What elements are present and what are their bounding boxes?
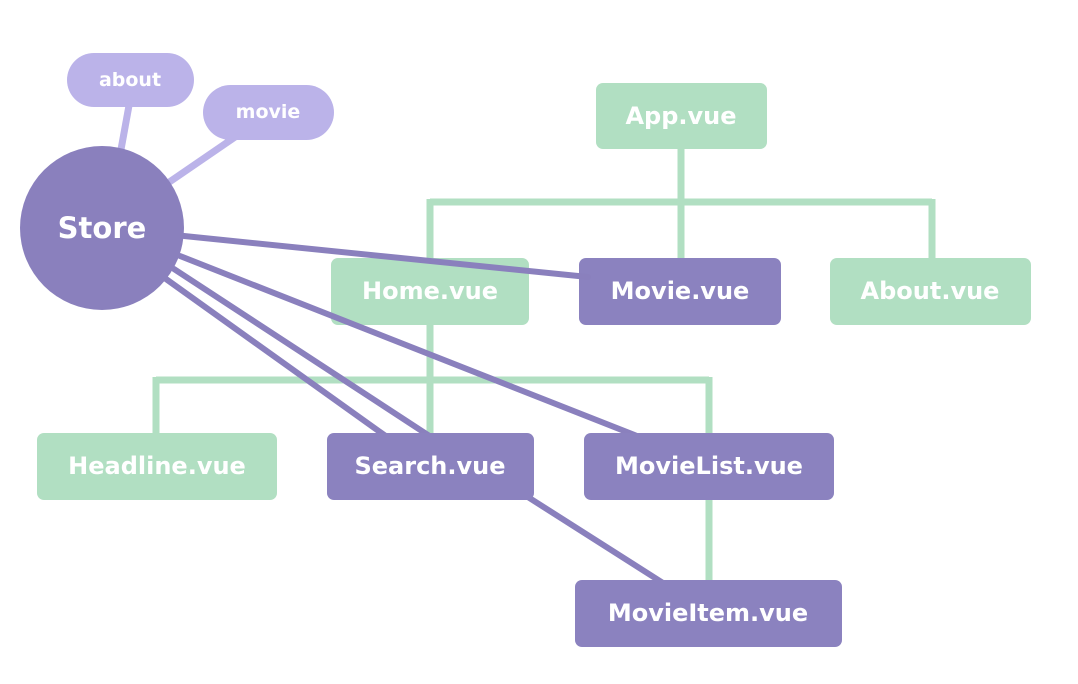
store-link-search-a bbox=[171, 266, 434, 440]
store-link-movielist bbox=[177, 253, 640, 439]
component-movielist: MovieList.vue bbox=[584, 433, 834, 500]
module-movie: movie bbox=[203, 85, 334, 140]
module-label: movie bbox=[236, 101, 301, 123]
component-search: Search.vue bbox=[327, 433, 534, 500]
component-label: App.vue bbox=[625, 102, 736, 130]
store-link-search-b bbox=[163, 276, 390, 440]
component-headline: Headline.vue bbox=[37, 433, 277, 500]
component-about: About.vue bbox=[830, 258, 1031, 325]
module-about: about bbox=[67, 53, 194, 107]
component-label: Home.vue bbox=[362, 277, 498, 305]
component-label: About.vue bbox=[861, 277, 1000, 305]
store-link-movie bbox=[181, 233, 591, 280]
store-label: Store bbox=[58, 211, 147, 245]
component-home: Home.vue bbox=[331, 258, 529, 325]
component-label: Movie.vue bbox=[611, 277, 750, 305]
search-link-movieitem bbox=[517, 489, 666, 586]
component-movie: Movie.vue bbox=[579, 258, 781, 325]
module-connector-movie bbox=[163, 132, 240, 188]
component-label: Headline.vue bbox=[68, 452, 246, 480]
module-label: about bbox=[99, 69, 161, 91]
module-connector-about bbox=[116, 99, 134, 156]
component-tree-connectors bbox=[152, 148, 936, 584]
store-node: Store bbox=[20, 146, 184, 310]
component-label: MovieList.vue bbox=[615, 452, 803, 480]
component-app: App.vue bbox=[596, 83, 767, 149]
component-movieitem: MovieItem.vue bbox=[575, 580, 842, 647]
component-label: MovieItem.vue bbox=[608, 599, 808, 627]
module-connectors bbox=[116, 99, 240, 188]
component-label: Search.vue bbox=[354, 452, 505, 480]
store-links bbox=[163, 233, 666, 586]
